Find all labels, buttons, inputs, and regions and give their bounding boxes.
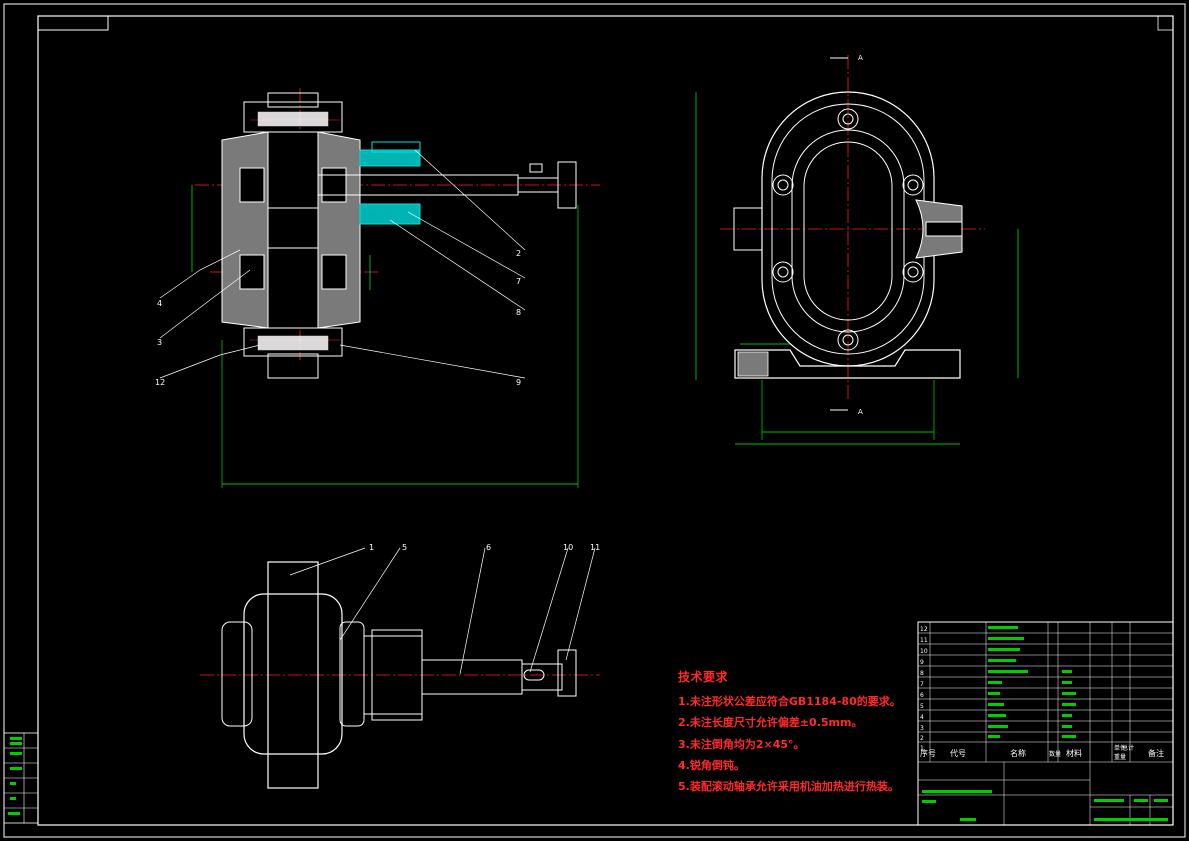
balloon-7: 7	[516, 277, 521, 286]
row-num-4: 4	[920, 714, 924, 721]
parts-list: 12 11 10 9 8 7 6 5 4 3 2 1 序号 代号 名称 数量 材…	[917, 621, 1174, 826]
header-qty: 数量	[1049, 750, 1061, 758]
header-total-weight: 总计	[1122, 744, 1134, 752]
top-view	[200, 547, 600, 789]
row-num-7: 7	[920, 681, 924, 688]
balloon-10: 10	[563, 543, 573, 552]
inner-frame	[37, 15, 1174, 826]
row-num-11: 11	[920, 637, 928, 644]
row-num-8: 8	[920, 670, 924, 677]
row-num-9: 9	[920, 659, 924, 666]
header-remark: 备注	[1148, 748, 1164, 758]
balloon-11: 11	[590, 543, 600, 552]
balloon-6: 6	[486, 543, 491, 552]
balloon-1: 1	[369, 543, 374, 552]
balloon-8: 8	[516, 308, 521, 317]
balloon-2: 2	[516, 249, 521, 258]
header-weight: 重量	[1114, 753, 1126, 761]
balloon-12: 12	[155, 378, 165, 387]
balloon-3: 3	[157, 338, 162, 347]
row-num-12: 12	[920, 626, 928, 633]
section-marker-bottom: A	[858, 408, 863, 416]
tech-requirements-title: 技术要求	[678, 670, 729, 684]
header-unit-weight: 单件	[1114, 744, 1126, 752]
tech-requirement-5: 5.装配滚动轴承允许采用机油加热进行热装。	[678, 780, 899, 793]
row-num-2: 2	[920, 735, 924, 742]
front-section-view	[159, 88, 600, 488]
section-marker-top: A	[858, 54, 863, 62]
corner-tag-box	[37, 15, 109, 31]
row-num-6: 6	[920, 692, 924, 699]
balloon-4: 4	[157, 299, 162, 308]
header-code: 代号	[950, 748, 966, 758]
row-num-3: 3	[920, 725, 924, 732]
row-num-5: 5	[920, 703, 924, 710]
tech-requirement-1: 1.未注形状公差应符合GB1184-80的要求。	[678, 695, 901, 708]
side-view	[695, 55, 1019, 445]
row-num-1: 1	[920, 745, 924, 752]
header-name: 名称	[1010, 748, 1026, 758]
balloon-labels: 1 5 6 10 11 2 7 8 4 3 12 9	[155, 249, 600, 552]
balloon-9: 9	[516, 378, 521, 387]
tech-requirement-2: 2.未注长度尺寸允许偏差±0.5mm。	[678, 716, 863, 729]
tech-requirement-4: 4.锐角倒钝。	[678, 759, 745, 772]
outer-border	[3, 3, 1186, 838]
side-strip	[3, 732, 39, 824]
corner-tag-right	[1157, 15, 1174, 31]
header-seq: 序号	[920, 748, 936, 758]
tech-requirement-3: 3.未注倒角均为2×45°。	[678, 738, 805, 751]
header-material: 材料	[1066, 748, 1082, 758]
balloon-5: 5	[402, 543, 407, 552]
row-num-10: 10	[920, 648, 928, 655]
